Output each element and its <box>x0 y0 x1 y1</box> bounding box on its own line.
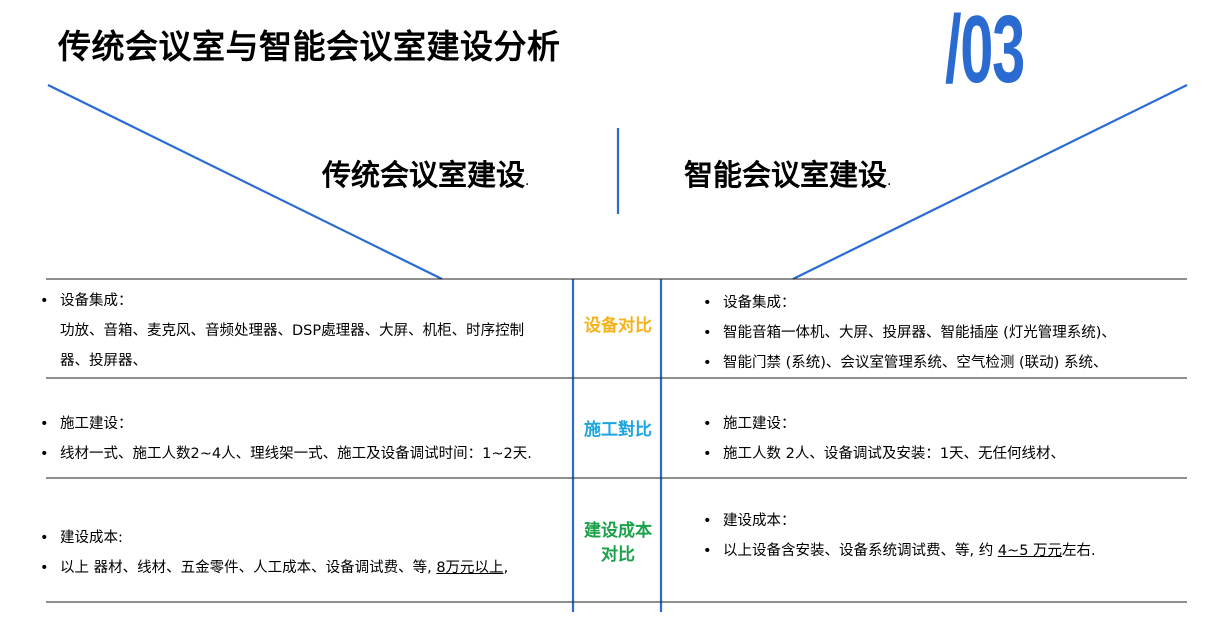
row1-left-cell: •设备集成： 功放、音箱、麦克风、音频处理器、DSP處理器、大屏、机柜、时序控制… <box>40 286 524 376</box>
list-item: •设备集成： <box>40 286 524 316</box>
cost-highlight: 4~5 万元 <box>997 543 1063 559</box>
row2-right-cell: •施工建设： •施工人数 2人、设备调试及安装：1天、无任何线材、 <box>703 409 1065 469</box>
list-item: •线材一式、施工人数2~4人、理线架一式、施工及设备调试时间：1~2天. <box>40 439 532 469</box>
list-item: •建设成本： <box>703 506 1096 536</box>
list-item: •建设成本: <box>40 523 508 553</box>
list-item: •设备集成： <box>703 288 1116 318</box>
section-number: /03 <box>945 0 1025 103</box>
left-heading-text: 传统会议室建设 <box>322 158 526 192</box>
list-item: •以上设备含安装、设备系统调试费、等, 约 4~5 万元左右. <box>703 536 1096 566</box>
row1-category-label: 设备对比 <box>584 316 652 336</box>
list-item: •以上 器材、线材、五金零件、人工成本、设备调试费、等, 8万元以上, <box>40 553 508 583</box>
list-item: 功放、音箱、麦克风、音频处理器、DSP處理器、大屏、机柜、时序控制 <box>60 323 525 339</box>
list-item: •施工人数 2人、设备调试及安装：1天、无任何线材、 <box>703 439 1065 469</box>
bullet-icon: • <box>703 416 712 432</box>
left-column-heading: 传统会议室建设. <box>322 152 529 194</box>
funnel-right-line <box>792 84 1188 280</box>
row3-category-label: 建设成本 对比 <box>584 521 652 565</box>
row1-right-cell: •设备集成： •智能音箱一体机、大屏、投屏器、智能插座 (灯光管理系统)、 •智… <box>703 288 1116 378</box>
list-item: 器、投屏器、 <box>60 353 147 369</box>
list-item: •智能门禁 (系统)、会议室管理系统、空气检测 (联动) 系统、 <box>703 348 1116 378</box>
right-heading-dot: . <box>887 173 892 189</box>
row2-left-cell: •施工建设： •线材一式、施工人数2~4人、理线架一式、施工及设备调试时间：1~… <box>40 409 532 469</box>
bullet-icon: • <box>703 295 712 311</box>
funnel-left-line <box>47 84 443 280</box>
bullet-icon: • <box>40 293 49 309</box>
bullet-icon: • <box>703 543 712 559</box>
row3-left-cell: •建设成本: •以上 器材、线材、五金零件、人工成本、设备调试费、等, 8万元以… <box>40 523 508 583</box>
left-heading-dot: . <box>525 173 530 189</box>
row2-category-label: 施工對比 <box>584 420 652 440</box>
bullet-icon: • <box>703 355 712 371</box>
bullet-icon: • <box>40 416 49 432</box>
bullet-icon: • <box>703 513 712 529</box>
bullet-icon: • <box>703 325 712 341</box>
row3-right-cell: •建设成本： •以上设备含安装、设备系统调试费、等, 约 4~5 万元左右. <box>703 506 1096 566</box>
bullet-icon: • <box>40 560 49 576</box>
cost-highlight: 8万元以上 <box>436 560 504 576</box>
bullet-icon: • <box>40 446 49 462</box>
list-item: •智能音箱一体机、大屏、投屏器、智能插座 (灯光管理系统)、 <box>703 318 1116 348</box>
bullet-icon: • <box>40 530 49 546</box>
list-item: •施工建设： <box>703 409 1065 439</box>
list-item: •施工建设： <box>40 409 532 439</box>
right-column-heading: 智能会议室建设. <box>684 152 891 194</box>
bullet-icon: • <box>703 446 712 462</box>
right-heading-text: 智能会议室建设 <box>684 158 888 192</box>
page-title: 传统会议室与智能会议室建设分析 <box>58 27 561 66</box>
